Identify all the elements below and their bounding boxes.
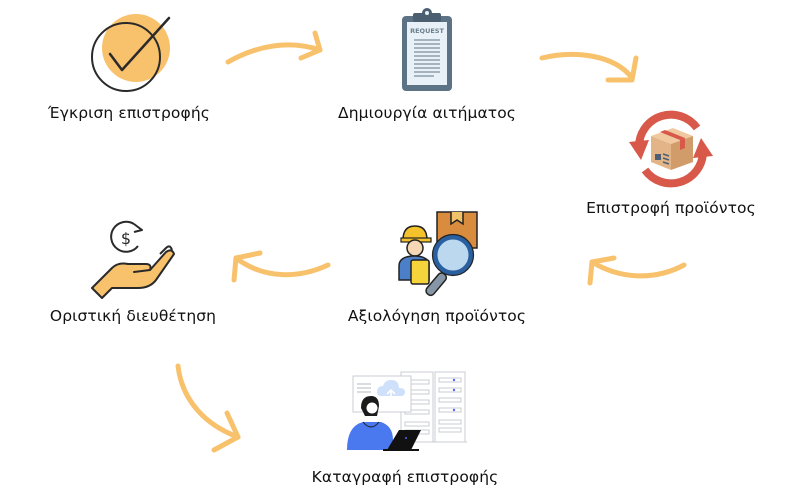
step-label-recording: Καταγραφή επιστροφής: [311, 468, 499, 486]
step-recording: [343, 370, 467, 454]
arrow-product-return-to-evaluation: [587, 255, 687, 286]
step-request: REQUEST: [400, 8, 454, 92]
step-evaluation: [393, 210, 481, 297]
arrow-evaluation-to-settlement: [231, 250, 331, 283]
step-label-product-return: Επιστροφή προϊόντος: [586, 199, 756, 217]
step-approval: [88, 8, 178, 98]
arrow-settlement-to-recording: [175, 363, 241, 453]
arrow-request-to-product-return: [539, 51, 639, 83]
clipboard-request-icon: REQUEST: [402, 8, 452, 91]
person-laptop-server-icon: [347, 371, 467, 451]
arrow-approval-to-request: [225, 30, 323, 65]
step-label-request: Δημιουργία αιτήματος: [338, 104, 516, 122]
check-circle-icon: [91, 14, 171, 92]
dollar-sign-text: $: [121, 229, 131, 248]
step-label-approval: Έγκριση επιστροφής: [48, 104, 210, 122]
clipboard-request-text: REQUEST: [410, 27, 444, 35]
hand-money-icon: $: [91, 220, 175, 299]
inspector-magnifier-icon: [398, 211, 478, 297]
step-label-settlement: Οριστική διευθέτηση: [49, 307, 217, 325]
step-settlement: $: [90, 220, 178, 299]
step-product-return: [627, 108, 715, 190]
step-label-evaluation: Αξιολόγηση προϊόντος: [347, 307, 527, 325]
box-return-cycle-icon: [629, 110, 713, 188]
